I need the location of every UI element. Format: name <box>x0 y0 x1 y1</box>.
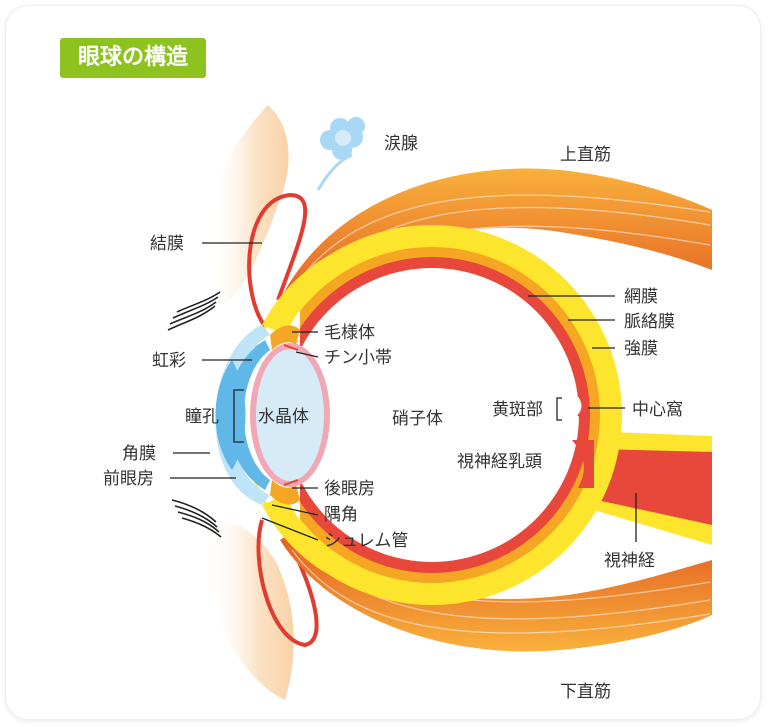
upper-eyelid <box>208 105 289 305</box>
label-cornea: 角膜 <box>122 444 156 464</box>
label-macula: 黄斑部 <box>492 400 543 420</box>
label-pupil: 瞳孔 <box>185 407 219 427</box>
lens <box>256 349 324 481</box>
leader-lines <box>170 242 637 542</box>
label-tear-gland: 涙腺 <box>384 133 418 154</box>
label-ciliary-body: 毛様体 <box>324 323 375 343</box>
label-schlemm: シュレム管 <box>324 531 408 551</box>
label-retina: 網膜 <box>624 287 658 307</box>
leader-schlemm <box>261 517 319 541</box>
zonule-upper <box>283 344 299 351</box>
conjunctiva-upper <box>247 192 308 332</box>
leader-angle <box>271 504 319 516</box>
conjunctiva-lower <box>256 519 319 648</box>
optic-disc <box>572 440 594 488</box>
leader-pupil-bracket <box>233 389 244 443</box>
upper-eyelashes <box>167 291 221 331</box>
label-posterior-chamber: 後眼房 <box>324 479 375 499</box>
zonule-lower <box>283 479 299 486</box>
lower-eyelid <box>207 519 294 700</box>
label-conjunctiva: 結膜 <box>150 234 184 254</box>
label-lens: 水晶体 <box>258 407 309 427</box>
label-vitreous: 硝子体 <box>392 409 443 429</box>
tear-gland <box>316 117 365 191</box>
leader-zonule <box>295 351 319 358</box>
title-badge: 眼球の構造 <box>60 38 207 78</box>
lower-eyelashes <box>171 499 222 538</box>
label-iris: 虹彩 <box>152 351 186 371</box>
label-angle: 隅角 <box>324 505 358 525</box>
label-superior-rectus: 上直筋 <box>560 145 611 165</box>
sclera-anterior-lower <box>262 495 340 575</box>
inferior-rectus-muscle <box>280 520 712 652</box>
label-sclera: 強膜 <box>624 339 658 359</box>
label-zonule: チン小帯 <box>324 348 392 368</box>
leader-macula-bracket <box>556 397 562 421</box>
label-anterior-chamber: 前眼房 <box>103 469 154 489</box>
superior-rectus-muscle <box>280 168 712 320</box>
vitreous-body <box>285 268 579 562</box>
ciliary-body-lower <box>270 480 300 505</box>
fovea <box>577 394 584 417</box>
label-choroid: 脈絡膜 <box>624 312 675 332</box>
label-fovea: 中心窩 <box>632 400 683 420</box>
label-optic-nerve: 視神経 <box>604 551 655 571</box>
sclera-anterior-upper <box>262 255 340 335</box>
label-optic-disc: 視神経乳頭 <box>457 452 542 472</box>
label-inferior-rectus: 下直筋 <box>560 682 611 702</box>
